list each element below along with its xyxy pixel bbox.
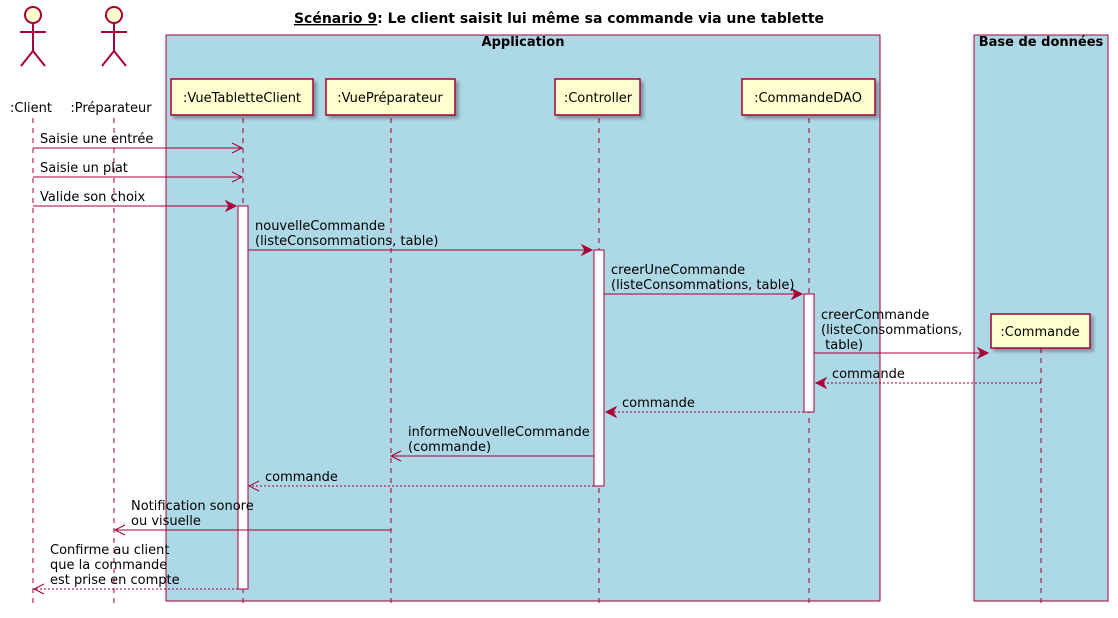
participant-commande: :Commande [990, 313, 1091, 349]
message-4-label-line1: nouvelleCommande [255, 219, 385, 234]
message-3-label: Valide son choix [40, 190, 146, 205]
participant-controller-label: :Controller [564, 91, 633, 106]
actor-preparateur-icon [105, 6, 123, 24]
message-6-head [976, 346, 990, 360]
message-7-head [814, 376, 828, 390]
message-1-label: Saisie une entrée [40, 132, 153, 147]
message-6-label-line2: (listeConsommations, [821, 323, 962, 338]
participant-vuetablette: :VueTabletteClient [170, 78, 314, 116]
title-text: : Le client saisit lui même sa commande … [377, 11, 824, 27]
message-6-label-line1: creerCommande [821, 308, 929, 323]
message-5-label-line2: (listeConsommations, table) [611, 278, 794, 293]
participant-dao: :CommandeDAO [741, 78, 876, 116]
message-10-head [247, 480, 260, 492]
message-8-head [604, 405, 618, 419]
message-9-label-line2: (commande) [408, 440, 491, 455]
message-6-label-line3: table) [821, 338, 863, 353]
message-4-head [580, 243, 594, 257]
diagram-title: Scénario 9: Le client saisit lui même sa… [294, 11, 824, 27]
participant-commande-label: :Commande [1000, 325, 1079, 340]
message-10-label: commande [265, 470, 338, 485]
message-12-head [32, 583, 45, 595]
message-5-head [790, 287, 804, 301]
message-9-label-line1: informeNouvelleCommande [408, 425, 590, 440]
activation-vuetablette [237, 205, 249, 590]
title-scenario: Scénario 9 [294, 11, 377, 27]
message-11-label-line1: Notification sonore [131, 499, 254, 514]
message-2-head [231, 171, 244, 183]
actor-client [20, 6, 46, 67]
participant-dao-label: :CommandeDAO [754, 91, 862, 106]
participant-vuetablette-label: :VueTabletteClient [183, 91, 301, 106]
box-application: Application [165, 34, 881, 602]
actor-client-label: :Client [10, 101, 52, 116]
message-2-label: Saisie un plat [40, 161, 128, 176]
message-7-label: commande [832, 367, 905, 382]
message-11-head [113, 524, 126, 536]
box-application-label: Application [482, 35, 565, 50]
actor-preparateur [101, 6, 127, 67]
actor-client-icon [24, 6, 42, 24]
activation-controller [593, 249, 605, 487]
participant-vueprep-label: :VuePréparateur [337, 91, 443, 106]
actor-preparateur-label: :Préparateur [70, 101, 152, 116]
message-3-head [224, 199, 238, 213]
message-1-head [231, 142, 244, 154]
participant-controller: :Controller [554, 78, 641, 116]
message-5-label-line1: creerUneCommande [611, 263, 745, 278]
message-9-head [389, 450, 402, 462]
participant-vueprep: :VuePréparateur [325, 78, 456, 116]
message-12-label-line3: est prise en compte [50, 573, 180, 588]
box-bdd-label: Base de données [979, 35, 1104, 50]
message-12-label-line1: Confirme au client [50, 543, 169, 558]
message-4-label-line2: (listeConsommations, table) [255, 234, 438, 249]
activation-dao [803, 293, 815, 413]
message-11-label-line2: ou visuelle [131, 514, 201, 529]
message-12-label-line2: que la commande [50, 558, 167, 573]
message-8-label: commande [622, 396, 695, 411]
